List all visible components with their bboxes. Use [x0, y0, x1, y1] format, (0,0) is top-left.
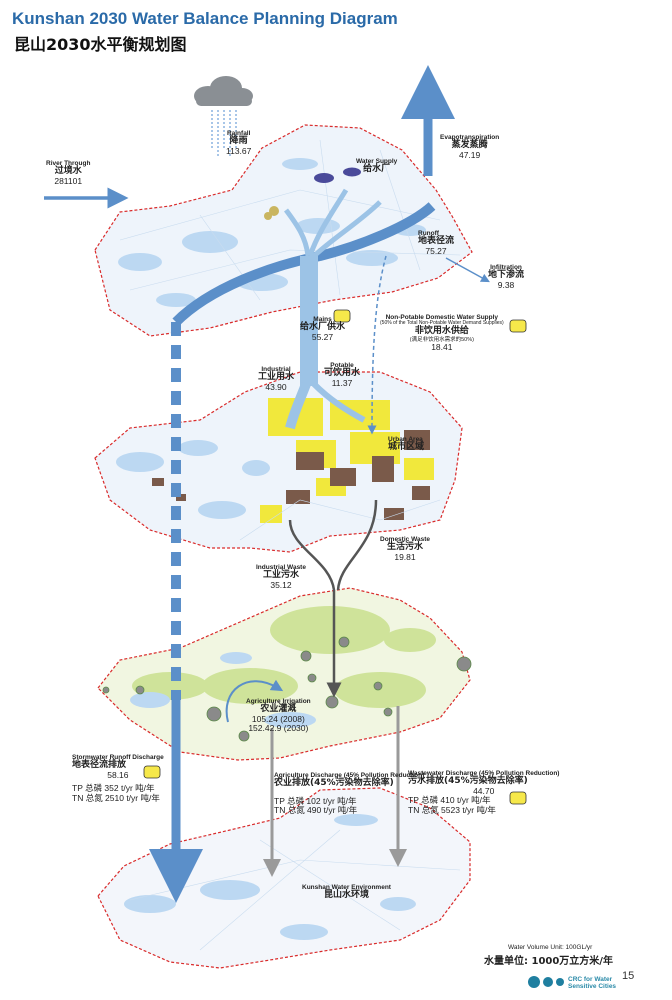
potable-label: Potable 可饮用水 11.37	[324, 362, 361, 389]
potable-supply-arrow	[311, 381, 366, 423]
layer-environment	[97, 787, 471, 969]
logo-text: CRC for Water Sensitive Cities	[568, 976, 617, 991]
rainfall-label: Rainfall 降雨 113.67	[226, 130, 252, 157]
urban-area-label: Urban Area 城市区域	[388, 436, 425, 453]
wastewater-label: Wastewater Discharge (45% Pollution Redu…	[408, 770, 560, 815]
layer-catchment	[94, 124, 473, 337]
industrial-waste-arrow	[288, 519, 342, 698]
environment-label: Kunshan Water Environment 昆山水环境	[302, 884, 391, 901]
stormwater-label: Stormwater Runoff Discharge 地表径流排放 58.16…	[72, 754, 164, 803]
mains-arrow	[300, 256, 318, 386]
domestic-waste-label: Domestic Waste 生活污水 19.81	[380, 536, 430, 563]
infiltration-arrow	[445, 257, 490, 283]
industrial-label: Industrial 工业用水 43.90	[258, 366, 295, 393]
unit-label-en: Water Volume Unit: 100GL/yr	[508, 944, 593, 951]
mains-label: Mains 给水厂供水 55.27	[300, 316, 346, 343]
infiltration-label: Infiltration 地下渗流 9.38	[488, 264, 525, 291]
runoff-arrow	[172, 202, 436, 326]
layer-agriculture	[97, 587, 472, 761]
industrial-waste-label: Industrial Waste 工业污水 35.12	[256, 564, 306, 591]
river-through-label: River Through 过境水 281101	[46, 160, 91, 187]
industrial-supply-arrow	[285, 382, 311, 430]
rain-cloud-icon	[194, 76, 253, 158]
page-number: 15	[622, 970, 635, 982]
evapotranspiration-label: Evapotranspiration 蒸发蒸腾 47.19	[440, 134, 500, 161]
agri-irrigation-label: Agriculture Irrigation 农业灌溉 105.24 (2008…	[246, 698, 311, 734]
title-zh: 昆山2030水平衡规划图	[14, 35, 187, 54]
non-potable-label: Non-Potable Domestic Water Supply (50% o…	[380, 314, 504, 352]
unit-label-zh: 水量单位: 1000万立方米/年	[484, 956, 613, 967]
water-supply-arrows	[283, 188, 382, 260]
water-supply-label: Water Supply 给水厂	[356, 158, 398, 175]
layer-urban	[94, 371, 463, 553]
crc-logo-icon	[528, 976, 564, 988]
title-en: Kunshan 2030 Water Balance Planning Diag…	[12, 9, 398, 28]
non-potable-arrow	[367, 255, 387, 435]
domestic-waste-arrow	[336, 499, 378, 591]
comment-icon	[143, 309, 527, 805]
irrigation-arrow	[225, 679, 284, 723]
runoff-label: Runoff 地表径流 75.27	[418, 230, 455, 257]
agri-discharge-label: Agriculture Discharge (45% Pollution Red…	[274, 772, 425, 816]
